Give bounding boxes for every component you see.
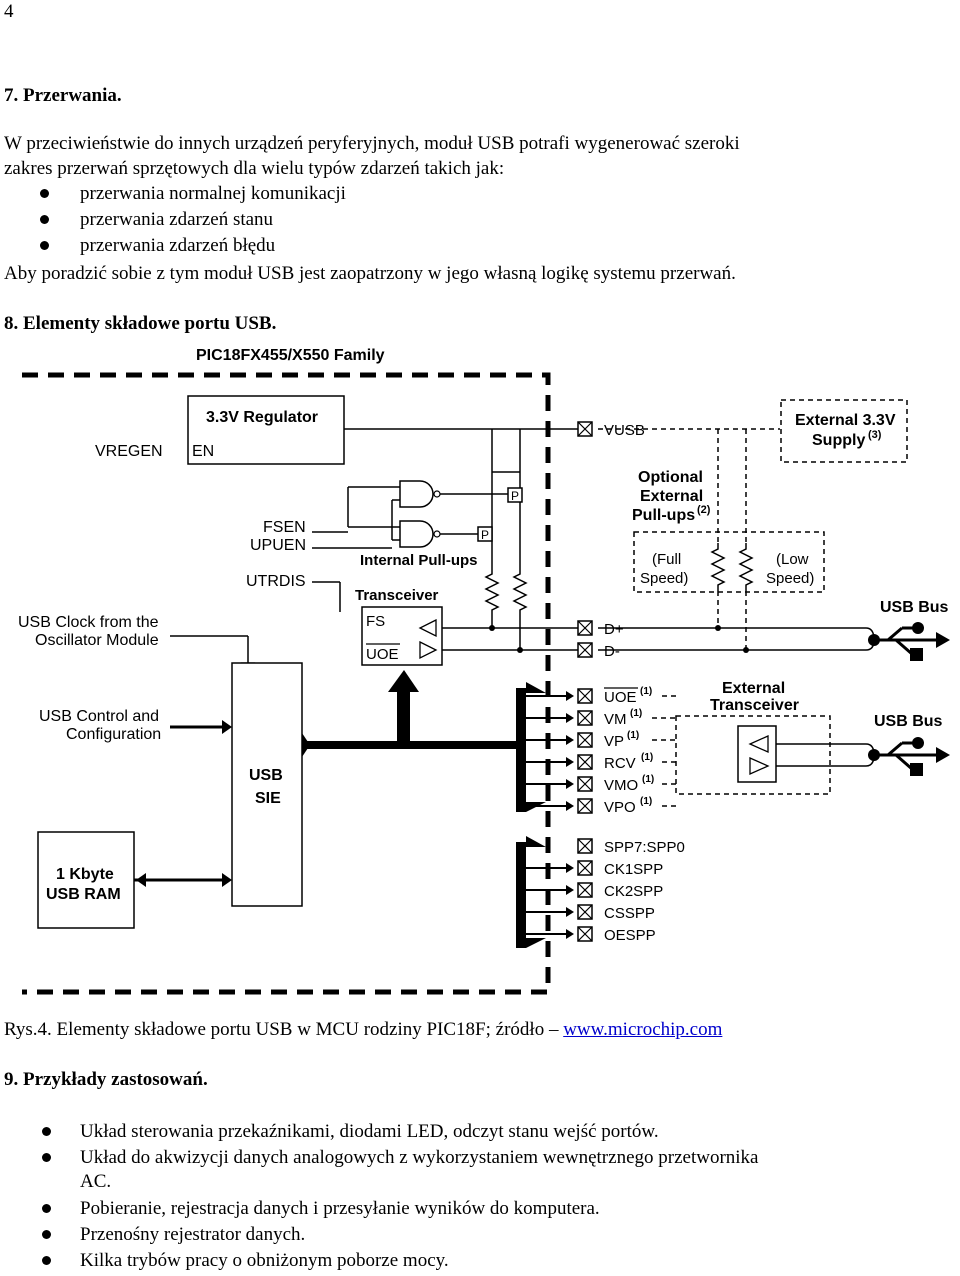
optional-label-3: Pull-ups [632,507,695,524]
footnote-mark: (1) [640,686,652,697]
usb-clock-label-1: USB Clock from the [18,614,159,631]
footnote-mark: (1) [641,752,653,763]
utrdis-label: UTRDIS [246,573,306,590]
sie-label-1: USB [249,767,283,784]
external-transceiver-box [675,715,831,795]
usb-clock-label-2: Oscillator Module [35,632,159,649]
microchip-link[interactable]: www.microchip.com [563,1019,723,1040]
ext-supply-footnote: (3) [868,429,882,441]
ext-pin-label: VPO [604,799,636,816]
vusb-label: VUSB [604,422,645,439]
low-speed-label-2: Speed) [766,570,814,587]
p-label-1: P [511,489,519,503]
chip-boundary [22,372,551,995]
bullet [40,189,49,198]
external-supply-box [780,399,908,463]
sie-label-2: SIE [255,790,281,807]
ext-pin-label: VMO [604,777,638,794]
section-7-heading: 7. Przerwania. [4,85,122,106]
p-label-2: P [481,528,489,542]
list-item: Układ sterowania przekaźnikami, diodami … [80,1121,659,1142]
usb-sie-block [231,662,303,907]
ext-supply-label-1: External 3.3V [795,412,896,429]
bullet [42,1127,51,1136]
list-item: Pobieranie, rejestracja danych i przesył… [80,1198,600,1219]
figure-caption: Rys.4. Elementy składowe portu USB w MCU… [4,1018,722,1042]
nand-gate-1 [399,480,434,508]
page-number: 4 [4,1,14,22]
low-speed-label-1: (Low [776,551,809,568]
spp-pin-label: CK2SPP [604,883,663,900]
list-item: przerwania zdarzeń stanu [80,209,274,230]
internal-pullups-label: Internal Pull-ups [360,552,478,569]
upuen-label: UPUEN [250,537,306,554]
external-transceiver-symbol [737,725,777,783]
optional-pullups-box [633,531,825,593]
ram-label-1: 1 Kbyte [56,866,114,883]
optional-label-1: Optional [638,469,703,486]
fsen-label: FSEN [263,519,306,536]
full-speed-label-1: (Full [652,551,681,568]
ext-transceiver-label-1: External [722,680,785,697]
ext-pin-label: VP [604,733,624,750]
ext-pin-label: UOE [604,689,637,706]
regulator-box [187,395,345,465]
optional-label-2: External [640,488,703,505]
list-item-continuation: AC. [80,1171,112,1192]
list-item: Przenośny rejestrator danych. [80,1224,306,1245]
section-7-paragraph-2: Aby poradzić sobie z tym moduł USB jest … [4,263,736,284]
bullet [40,215,49,224]
footnote-mark: (1) [630,708,642,719]
ext-pin-label: VM [604,711,627,728]
ext-pin-label: RCV [604,755,636,772]
optional-footnote: (2) [697,504,711,516]
bullet [42,1153,51,1162]
ext-supply-label-2: Supply [812,432,865,449]
ram-label-2: USB RAM [46,886,121,903]
section-7-paragraph-line-1: W przeciwieństwie do innych urządzeń per… [4,133,740,154]
family-title: PIC18FX455/X550 Family [196,347,385,364]
spp-pin-label: CSSPP [604,905,655,922]
bullet [40,241,49,250]
transceiver-box [361,606,443,666]
section-7-paragraph-line-2: zakres przerwań sprzętowych dla wielu ty… [4,158,505,179]
spp-pin-label: CK1SPP [604,861,663,878]
dplus-label: D+ [604,621,624,638]
list-item: przerwania normalnej komunikacji [80,183,346,204]
section-9-heading: 9. Przykłady zastosowań. [4,1069,208,1090]
transceiver-label: Transceiver [355,587,439,604]
usb-control-label-2: Configuration [66,726,161,743]
vregen-label: VREGEN [95,443,163,460]
list-item: przerwania zdarzeń błędu [80,235,276,256]
footnote-mark: (1) [627,730,639,741]
nand-gate-2 [399,520,434,548]
usb-symbol-icon [866,735,952,778]
footnote-mark: (1) [640,796,652,807]
usb-bus-label-2: USB Bus [874,713,943,730]
bullet [42,1256,51,1265]
full-speed-label-2: Speed) [640,570,688,587]
ext-transceiver-label-2: Transceiver [710,697,799,714]
uoe-label: UOE [366,646,399,663]
p-switch-1 [507,487,523,503]
regulator-label: 3.3V Regulator [206,409,318,426]
fs-label: FS [366,613,385,630]
usb-block-diagram: PIC18FX455/X550 Family 3.3V Regulator EN… [18,347,952,995]
footnote-mark: (1) [642,774,654,785]
section-8-heading: 8. Elementy składowe portu USB. [4,313,277,334]
bullet [42,1230,51,1239]
usb-bus-label-1: USB Bus [880,599,949,616]
spp-pin-label: OESPP [604,927,656,944]
en-label: EN [192,443,214,460]
caption-text: Rys.4. Elementy składowe portu USB w MCU… [4,1019,564,1040]
usb-symbol-icon [866,620,952,663]
list-item: Układ do akwizycji danych analogowych z … [80,1147,759,1168]
usb-ram-block [37,831,135,929]
usb-control-label-1: USB Control and [39,708,159,725]
spp-pin-label: SPP7:SPP0 [604,839,685,856]
list-item: Kilka trybów pracy o obniżonym poborze m… [80,1250,449,1271]
bullet [42,1204,51,1213]
dminus-label: D- [604,643,620,660]
